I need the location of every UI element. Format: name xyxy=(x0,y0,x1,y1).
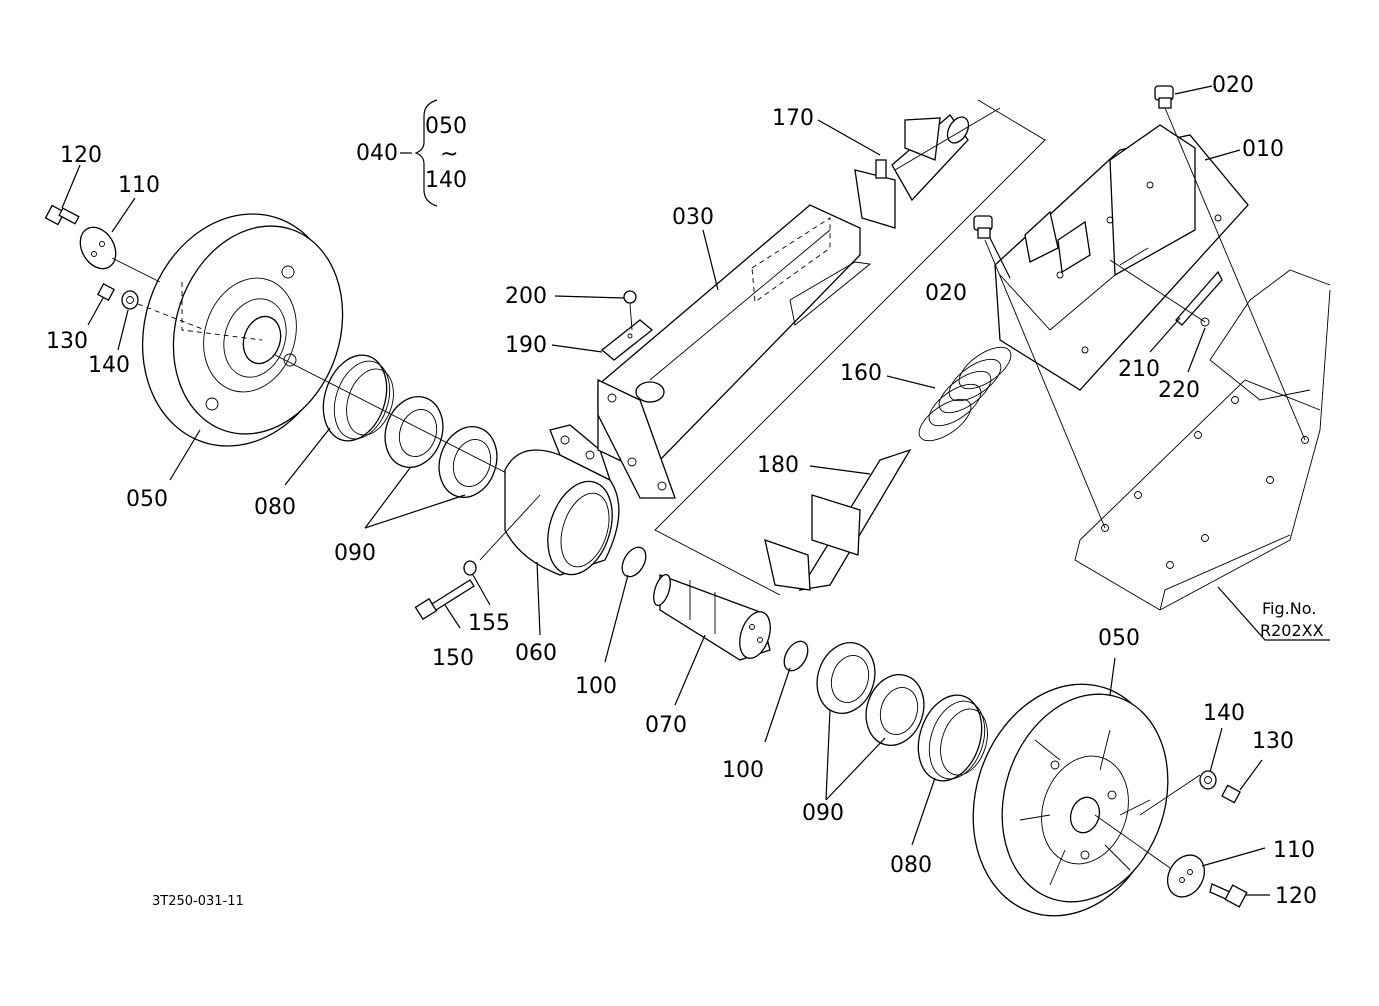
callout-labels: 120 110 130 140 050 080 090 150 155 060 … xyxy=(46,73,1317,909)
grease-fitting-020-top xyxy=(1154,85,1174,109)
callout-130-right: 130 xyxy=(1252,729,1294,754)
right-seal-080 xyxy=(917,694,988,782)
oring-100-right xyxy=(783,640,809,672)
plate-190-screw-200 xyxy=(600,290,654,361)
callout-020-top: 020 xyxy=(1212,73,1254,98)
callout-200: 200 xyxy=(505,284,547,309)
callout-090-right: 090 xyxy=(802,801,844,826)
callout-100-left: 100 xyxy=(575,674,617,699)
callout-140-right: 140 xyxy=(1203,701,1245,726)
right-bearings-090 xyxy=(816,642,925,746)
callout-050-right: 050 xyxy=(1098,626,1140,651)
callout-190: 190 xyxy=(505,333,547,358)
group-range-separator: ~ xyxy=(440,142,458,167)
left-wheel-050 xyxy=(141,213,344,447)
tensioner-170 xyxy=(854,114,970,229)
group-range-end: 140 xyxy=(425,168,467,193)
left-bearings-090 xyxy=(384,396,498,498)
right-cap-110 xyxy=(1094,814,1206,898)
callout-050-left: 050 xyxy=(126,487,168,512)
rod-180 xyxy=(764,448,912,591)
callout-leaders xyxy=(61,85,1330,896)
callout-110-left: 110 xyxy=(118,173,160,198)
fig-no-label: Fig.No. xyxy=(1262,599,1316,618)
drawing-code: 3T250-031-11 xyxy=(152,894,244,909)
callout-120-right: 120 xyxy=(1275,884,1317,909)
shaft-070 xyxy=(653,573,771,661)
callout-180: 180 xyxy=(757,453,799,478)
right-wheel-050 xyxy=(972,683,1169,917)
callout-010: 010 xyxy=(1242,137,1284,162)
right-washer-140-nut-130 xyxy=(1139,770,1241,816)
group-bracket-040: 040 050 ~ 140 xyxy=(356,99,467,207)
fig-no-value: R202XX xyxy=(1260,621,1324,640)
callout-210: 210 xyxy=(1118,357,1160,382)
callout-100-right: 100 xyxy=(722,758,764,783)
callout-140-left: 140 xyxy=(88,353,130,378)
assembly-guide-lines xyxy=(479,99,1306,596)
group-range-start: 050 xyxy=(425,114,467,139)
callout-170: 170 xyxy=(772,106,814,131)
arm-030 xyxy=(597,204,872,499)
callout-030: 030 xyxy=(672,205,714,230)
callout-090-left: 090 xyxy=(334,541,376,566)
group-parent-label: 040 xyxy=(356,141,398,166)
left-seal-080 xyxy=(322,354,394,442)
grease-fitting-020-mid xyxy=(973,215,993,239)
callout-160: 160 xyxy=(840,361,882,386)
bracket-010 xyxy=(994,124,1249,391)
callout-020-mid: 020 xyxy=(925,281,967,306)
left-cap-110 xyxy=(79,226,161,283)
oring-100-left xyxy=(621,546,647,578)
callout-130-left: 130 xyxy=(46,329,88,354)
callout-070: 070 xyxy=(645,713,687,738)
callout-080-left: 080 xyxy=(254,495,296,520)
callout-220: 220 xyxy=(1158,378,1200,403)
figure-number-block: Fig.No. R202XX xyxy=(1260,599,1324,640)
callout-080-right: 080 xyxy=(890,853,932,878)
bolt-150-washer-155 xyxy=(414,560,477,621)
left-bolt-120 xyxy=(44,204,80,226)
machine-frame xyxy=(1074,269,1331,611)
spring-160 xyxy=(918,346,1012,442)
callout-060: 060 xyxy=(515,641,557,666)
left-nut-130-washer-140 xyxy=(97,283,206,331)
left-axis-line xyxy=(274,354,521,481)
callout-120-left: 120 xyxy=(60,143,102,168)
hub-060 xyxy=(504,424,620,576)
callout-150: 150 xyxy=(432,646,474,671)
callout-110-right: 110 xyxy=(1273,838,1315,863)
callout-155: 155 xyxy=(468,611,510,636)
right-bolt-120 xyxy=(1209,883,1248,908)
